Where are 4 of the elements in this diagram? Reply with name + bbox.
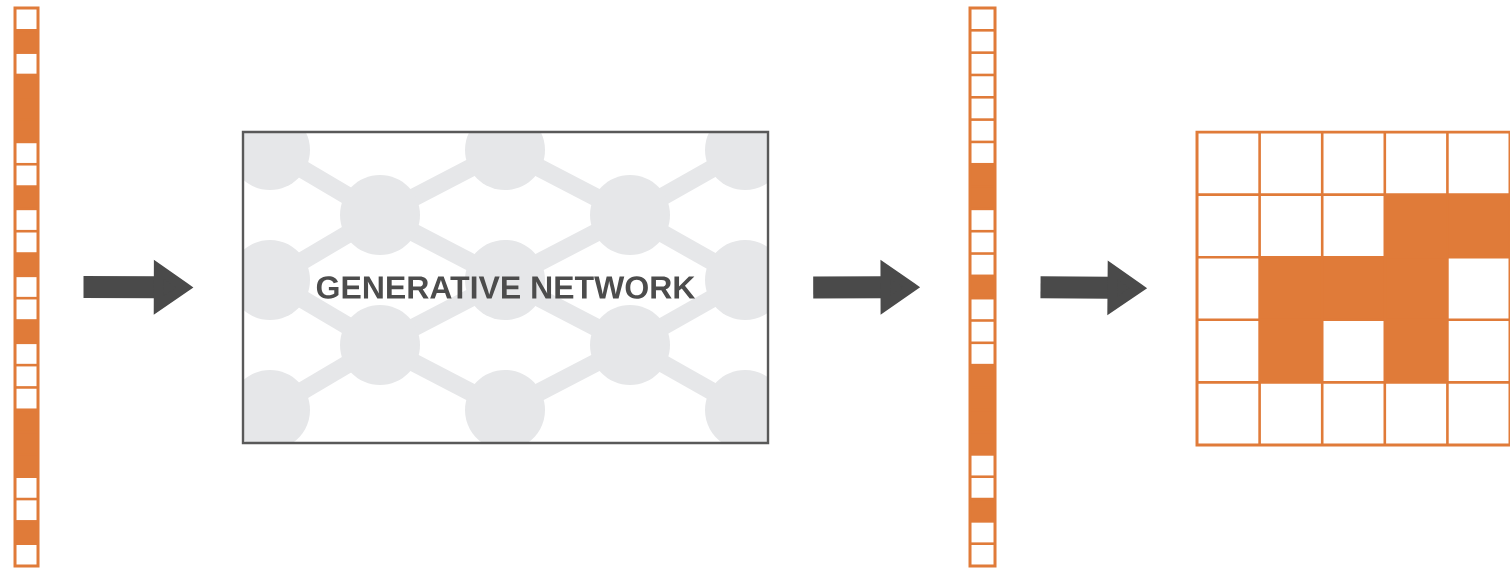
vector-bar [13, 6, 40, 568]
pixel-grid [1195, 130, 1510, 447]
network-box: GENERATIVE NETWORK [241, 130, 770, 445]
vector-bar [968, 6, 997, 568]
